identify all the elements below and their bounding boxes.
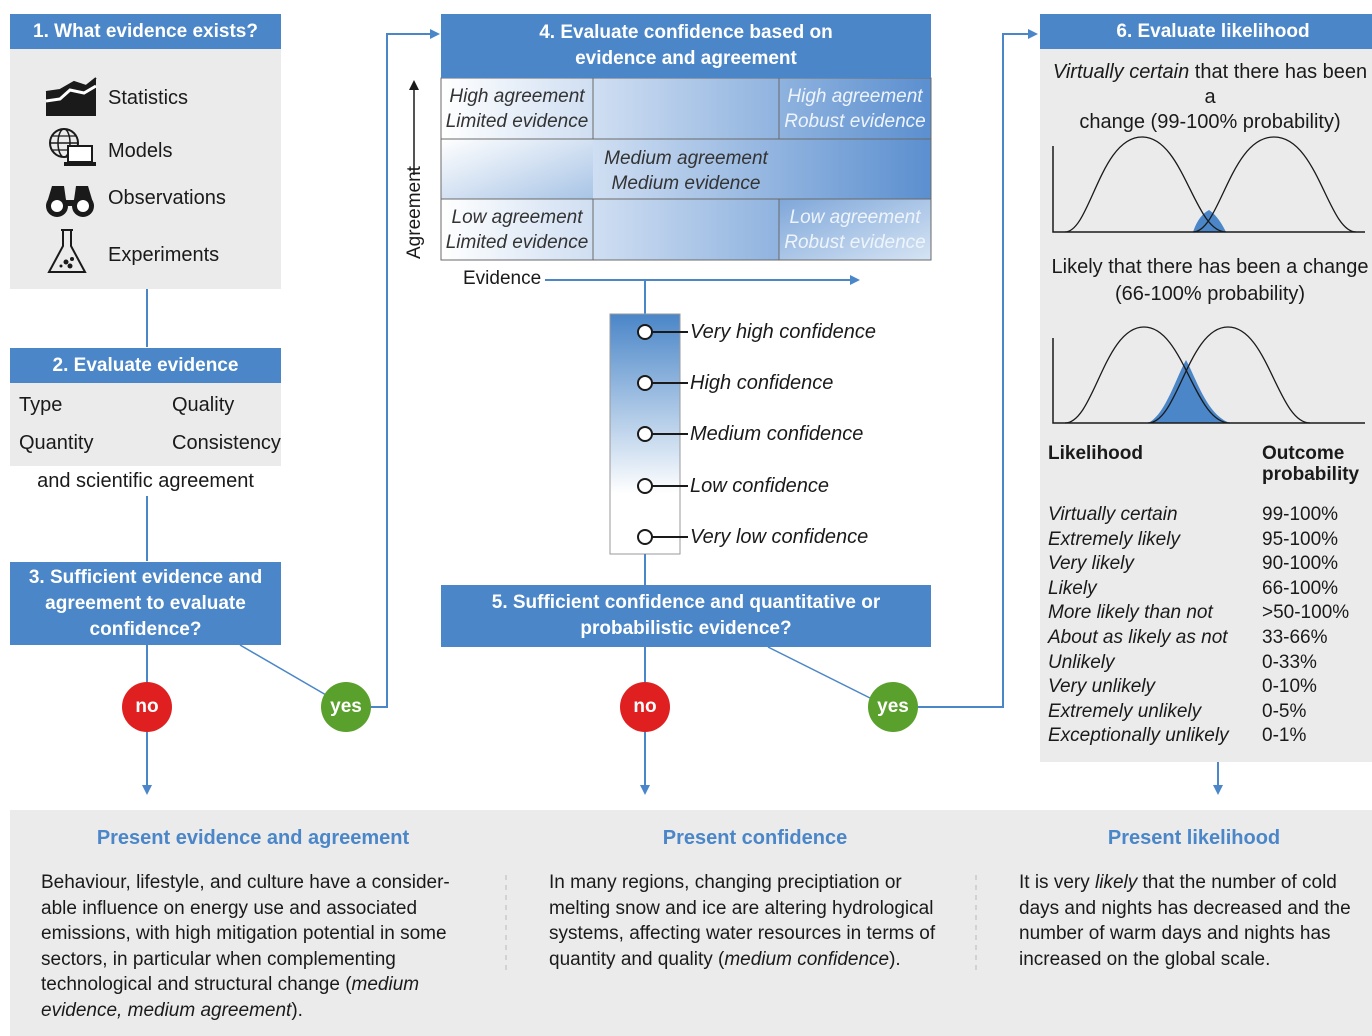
agreement-axis-label: Agreement: [404, 166, 425, 259]
step2-header: 2. Evaluate evidence: [10, 348, 281, 383]
no-decision-1: no: [122, 682, 172, 732]
bottom-panel: [10, 810, 1372, 1036]
models-label: Models: [108, 140, 173, 162]
quality-label: Quality: [172, 394, 235, 416]
likelihood-column-header: Likelihood: [1048, 443, 1143, 464]
evidence-example-text: Behaviour, lifestyle, and culture have a…: [41, 872, 450, 1021]
step2-panel: [10, 383, 281, 466]
step5-header: 5. Sufficient confidence and quantitativ…: [441, 585, 931, 647]
high-confidence-label: High confidence: [690, 372, 834, 394]
flask-icon: [46, 228, 88, 276]
outcome-probability-column-header: Outcome probability: [1262, 443, 1360, 485]
yes-decision-2: yes: [868, 682, 918, 732]
experiments-label: Experiments: [108, 244, 220, 266]
evidence-axis-label: Evidence: [463, 268, 542, 289]
likelihood-example-text: It is very likely that the number of col…: [1019, 872, 1351, 970]
observations-label: Observations: [108, 187, 226, 209]
statistics-label: Statistics: [108, 87, 189, 109]
binoculars-icon: [44, 180, 96, 218]
present-likelihood-title: Present likelihood: [1107, 827, 1281, 849]
globe-laptop-icon: [46, 126, 98, 168]
distribution-curves-virtually-certain: [1052, 136, 1365, 233]
type-label: Type: [19, 394, 63, 416]
low-confidence-label: Low confidence: [690, 475, 829, 497]
consistency-label: Consistency: [172, 432, 281, 454]
chart-icon: [44, 76, 98, 118]
no-decision-2: no: [620, 682, 670, 732]
step1-panel: [10, 49, 281, 289]
medium-confidence-label: Medium confidence: [690, 423, 864, 445]
yes-decision-1: yes: [321, 682, 371, 732]
present-evidence-title: Present evidence and agreement: [96, 827, 410, 849]
step1-header: 1. What evidence exists?: [10, 14, 281, 49]
distribution-curves-likely: [1052, 326, 1365, 424]
scientific-agreement-note: and scientific agreement: [37, 470, 254, 492]
step4-header: 4. Evaluate confidence based on evidence…: [441, 14, 931, 78]
quantity-label: Quantity: [19, 432, 94, 454]
curve1-caption: Virtually certain that there has been a …: [1052, 61, 1368, 133]
step6-header: 6. Evaluate likelihood: [1040, 14, 1372, 49]
present-confidence-title: Present confidence: [662, 827, 848, 849]
curve2-caption: Likely that there has been a change (66-…: [1051, 256, 1369, 305]
very-high-confidence-label: Very high confidence: [690, 321, 877, 343]
confidence-example-text: In many regions, changing preciptiation …: [549, 872, 936, 970]
very-low-confidence-label: Very low confidence: [690, 526, 869, 548]
step3-header: 3. Sufficient evidence and agreement to …: [10, 562, 281, 645]
